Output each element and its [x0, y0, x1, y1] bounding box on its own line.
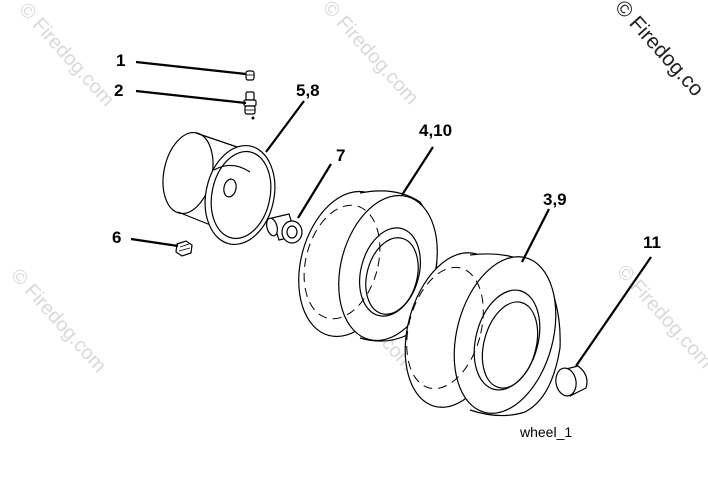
callout-5-8: 5,8: [296, 81, 320, 100]
watermark-top-center: © Firedog.com: [318, 0, 422, 109]
callout-labels: 1 2 5,8 7 4,10 6 3,9 11: [112, 51, 661, 252]
watermark-top-right: © Firedog.co: [610, 0, 708, 101]
watermark-bottom-right: © Firedog.com: [612, 261, 708, 373]
watermark-bottom-left: © Firedog.com: [6, 265, 110, 377]
callout-2: 2: [114, 81, 123, 100]
leader-11: [575, 256, 652, 367]
bushing-part: [266, 213, 303, 244]
diagram-caption: wheel_1: [519, 424, 572, 440]
valve-cap-part: [245, 70, 255, 81]
leader-6: [130, 237, 179, 248]
leader-2: [135, 89, 247, 105]
callout-4-10: 4,10: [419, 121, 452, 140]
wheel-rim-part: [162, 116, 276, 246]
valve-stem-part: [243, 91, 257, 115]
callout-1: 1: [116, 51, 125, 70]
rear-tire-part: [404, 252, 561, 417]
leader-lines: [130, 60, 652, 367]
leader-58: [265, 100, 305, 153]
leader-39: [521, 208, 550, 263]
callout-7: 7: [336, 146, 345, 165]
callout-3-9: 3,9: [543, 190, 567, 209]
watermark-top-left: © Firedog.com: [14, 0, 118, 111]
hub-cap-part: [555, 365, 588, 397]
bolt-part: [175, 240, 193, 257]
callout-6: 6: [112, 228, 121, 247]
leader-410: [401, 146, 434, 196]
front-tire-part: [298, 190, 438, 342]
leader-1: [135, 60, 247, 76]
leader-7: [297, 163, 332, 219]
callout-11: 11: [643, 233, 661, 252]
